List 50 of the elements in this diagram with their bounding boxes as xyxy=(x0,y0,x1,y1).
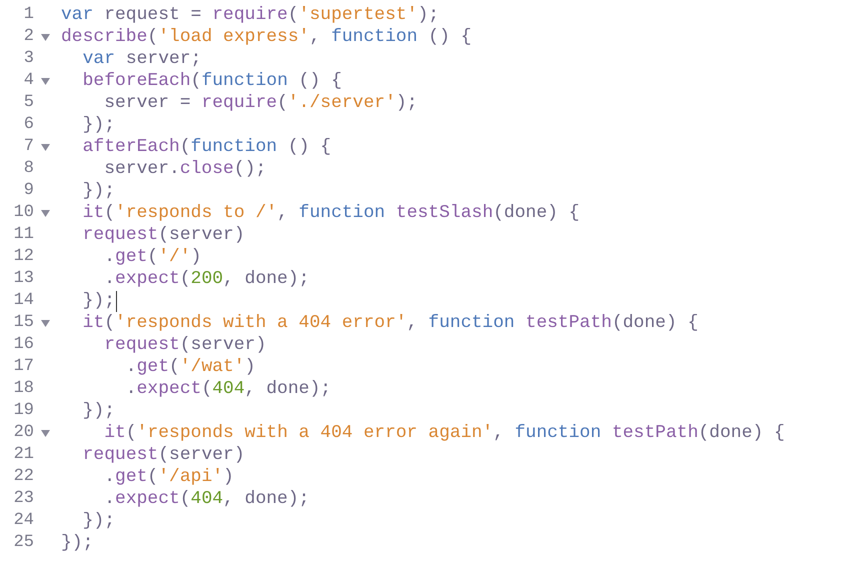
code-line: server = require('./server'); xyxy=(103,92,418,114)
code-line: it('responds with a 404 error again', function testPath(done) { xyxy=(103,422,785,444)
line-number: 19 xyxy=(12,400,34,422)
line-number: 22 xyxy=(12,466,34,488)
line-number: 23 xyxy=(12,488,34,510)
code-line: describe('load express', function () { xyxy=(61,26,472,48)
code-line: it('responds with a 404 error', function testPath(done) { xyxy=(82,312,698,334)
code-line: .get('/api') xyxy=(103,466,234,488)
line-number: 15 xyxy=(12,312,34,334)
line-number: 9 xyxy=(22,180,34,202)
line-number: 7 xyxy=(22,136,34,158)
line-number: 25 xyxy=(12,532,34,554)
line-number: 21 xyxy=(12,444,34,466)
code-line: server.close(); xyxy=(103,158,266,180)
line-number: 12 xyxy=(12,246,34,268)
line-number: 6 xyxy=(22,114,34,136)
code-line: .expect(200, done); xyxy=(103,268,310,290)
line-number: 24 xyxy=(12,510,34,532)
code-line: request(server) xyxy=(82,224,245,246)
line-number: 5 xyxy=(22,92,34,114)
code-line: }); xyxy=(82,114,116,136)
line-number: 1 xyxy=(22,4,34,26)
code-line: request(server) xyxy=(82,444,245,466)
code-line: afterEach(function () { xyxy=(82,136,332,158)
code-line: }); xyxy=(82,180,116,202)
code-line: }); xyxy=(82,510,116,532)
line-number: 16 xyxy=(12,334,34,356)
line-number: 13 xyxy=(12,268,34,290)
code-line: request(server) xyxy=(103,334,266,356)
code-line: }); xyxy=(82,400,116,422)
line-number: 20 xyxy=(12,422,34,444)
line-number: 3 xyxy=(22,48,34,70)
line-number: 11 xyxy=(12,224,34,246)
code-line: it('responds to /', function testSlash(done) { xyxy=(82,202,580,224)
code-line: .expect(404, done); xyxy=(124,378,332,400)
line-number: 4 xyxy=(22,70,34,92)
code-line: }); xyxy=(82,290,116,312)
line-number: 18 xyxy=(12,378,34,400)
line-number: 8 xyxy=(22,158,34,180)
code-line: var request = require('supertest'); xyxy=(61,4,440,26)
code-line: .get('/wat') xyxy=(124,356,256,378)
code-line: .expect(404, done); xyxy=(103,488,310,510)
line-number: 10 xyxy=(12,202,34,224)
code-line: }); xyxy=(61,532,94,554)
code-line: .get('/') xyxy=(103,246,202,268)
line-number: 2 xyxy=(22,26,34,48)
code-line: var server; xyxy=(82,48,202,70)
line-number: 14 xyxy=(12,290,34,312)
code-line: beforeEach(function () { xyxy=(82,70,342,92)
line-number: 17 xyxy=(12,356,34,378)
